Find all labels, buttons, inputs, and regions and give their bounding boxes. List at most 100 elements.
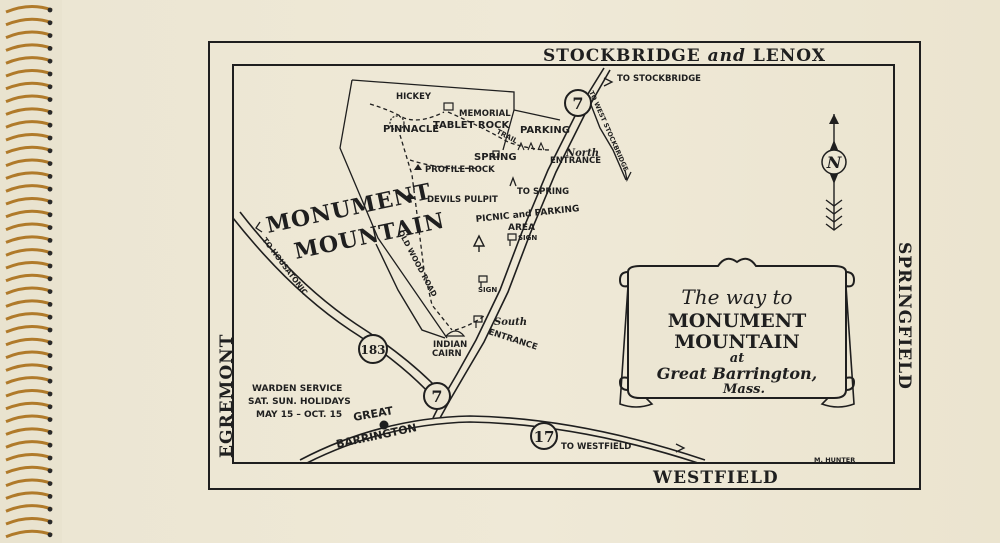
binding-hole — [47, 135, 53, 141]
arrow-westfield-icon — [675, 443, 686, 453]
svg-text:SAT. SUN. HOLIDAYS: SAT. SUN. HOLIDAYS — [248, 397, 351, 407]
label-to-stockbridge: TO STOCKBRIDGE — [617, 74, 701, 84]
binding-hole — [47, 71, 53, 77]
arrow-stockbridge-icon — [603, 77, 614, 87]
arrow-housatonic-icon — [255, 221, 263, 233]
border-label-left: EGREMONT — [217, 334, 237, 458]
inner-frame — [232, 64, 895, 464]
binding-hole — [47, 327, 53, 333]
binding-hole — [47, 161, 53, 167]
binding-hole — [47, 225, 53, 231]
title-line-1: The way to — [681, 285, 792, 309]
route-183-road-a — [232, 217, 431, 395]
indian-cairn-icon — [444, 330, 466, 337]
binding-hole — [47, 110, 53, 115]
north-parking-trees-icon — [517, 141, 545, 151]
label-cairn: CAIRN — [432, 349, 462, 359]
title-line-2: MONUMENT — [668, 310, 807, 332]
trail-main — [399, 134, 453, 331]
binding-hole — [47, 532, 53, 538]
binding-hole — [47, 378, 53, 384]
label-north-entrance: ENTRANCE — [550, 156, 601, 166]
binding-hole — [47, 46, 53, 51]
spiral-binding — [5, 5, 53, 539]
svg-text:7: 7 — [572, 94, 583, 113]
warden-service: WARDEN SERVICE SAT. SUN. HOLIDAYS MAY 15… — [248, 384, 351, 420]
outer-frame — [208, 41, 921, 490]
binding-hole — [47, 33, 53, 38]
binding-hole — [47, 340, 53, 346]
pinnacle-marker — [389, 115, 405, 131]
arrow-spring-icon — [509, 176, 517, 187]
trail-profile — [409, 159, 481, 169]
binding-hole — [47, 481, 53, 486]
binding-hole — [47, 468, 53, 474]
binding-hole — [47, 506, 53, 512]
binding-hole — [47, 430, 53, 435]
label-south: South — [494, 317, 527, 328]
title-line-4: at — [730, 351, 744, 366]
title-line-6: Mass. — [722, 382, 765, 397]
route-17-road-a — [299, 415, 706, 461]
border-label-bottom: WESTFIELD — [652, 468, 779, 488]
route-7-shield-north: 7 — [564, 89, 592, 117]
binding-hole — [47, 186, 53, 192]
spring-icon — [492, 150, 500, 158]
binding-hole — [47, 122, 53, 128]
label-hickey: HICKEY — [396, 92, 432, 102]
sign-icon-1 — [507, 233, 517, 246]
devils-pulpit-icon — [404, 193, 416, 199]
credit: M. HUNTER — [814, 456, 855, 464]
binding-hole — [47, 417, 53, 422]
label-to-spring: TO SPRING — [517, 187, 569, 197]
binding-hole — [47, 391, 53, 397]
binding-hole — [47, 199, 53, 205]
binding-hole — [47, 20, 53, 26]
svg-text:7: 7 — [431, 387, 442, 406]
label-sign-1: SIGN — [518, 234, 537, 242]
title-line-3: MOUNTAIN — [674, 331, 800, 353]
label-tablet-rock: TABLET ROCK — [433, 120, 510, 131]
binding-hole — [47, 455, 53, 461]
label-spring: SPRING — [474, 152, 517, 163]
great-barrington-dot — [379, 420, 389, 430]
binding-hole — [47, 494, 53, 499]
title-scroll: The way to MONUMENT MOUNTAIN at Great Ba… — [618, 257, 856, 408]
binding-hole — [47, 404, 53, 410]
svg-text:MAY 15 – OCT. 15: MAY 15 – OCT. 15 — [256, 410, 342, 420]
label-barrington: BARRINGTON — [335, 421, 418, 451]
binding-hole — [47, 519, 53, 525]
old-wood-road — [375, 243, 446, 339]
route-7-road-b — [439, 69, 611, 419]
binding-hole — [47, 7, 53, 13]
svg-text:17: 17 — [534, 428, 555, 446]
binding-hole — [47, 84, 53, 90]
trail-ridge — [369, 103, 445, 121]
compass-rose: N — [821, 114, 847, 231]
binding-hole — [47, 353, 53, 358]
sign-icon-2 — [478, 275, 488, 288]
border-label-top: STOCKBRIDGE and LENOX — [543, 46, 826, 66]
binding-hole — [47, 289, 53, 294]
binding-hole — [47, 302, 53, 307]
label-area: AREA — [508, 223, 535, 233]
road-west-stockbridge — [585, 91, 627, 181]
label-memorial: MEMORIAL — [459, 109, 511, 119]
svg-text:WARDEN SERVICE: WARDEN SERVICE — [252, 384, 342, 394]
label-south-entrance: ENTRANCE — [487, 327, 539, 352]
binding-hole — [47, 174, 53, 179]
label-picnic: PICNIC and PARKING — [475, 204, 580, 225]
binding-hole — [47, 148, 53, 154]
label-profile-rock: PROFILE ROCK — [425, 165, 495, 175]
binding-hole — [47, 314, 53, 320]
label-to-westfield: TO WESTFIELD — [561, 442, 631, 452]
binding-hole — [47, 442, 53, 448]
binding-hole — [47, 58, 53, 64]
memorial-tablet-icon — [443, 102, 454, 111]
label-north: North — [565, 148, 599, 159]
binding-hole — [47, 97, 53, 102]
route-183-road-b — [239, 211, 438, 389]
profile-rock-icon — [414, 164, 422, 170]
